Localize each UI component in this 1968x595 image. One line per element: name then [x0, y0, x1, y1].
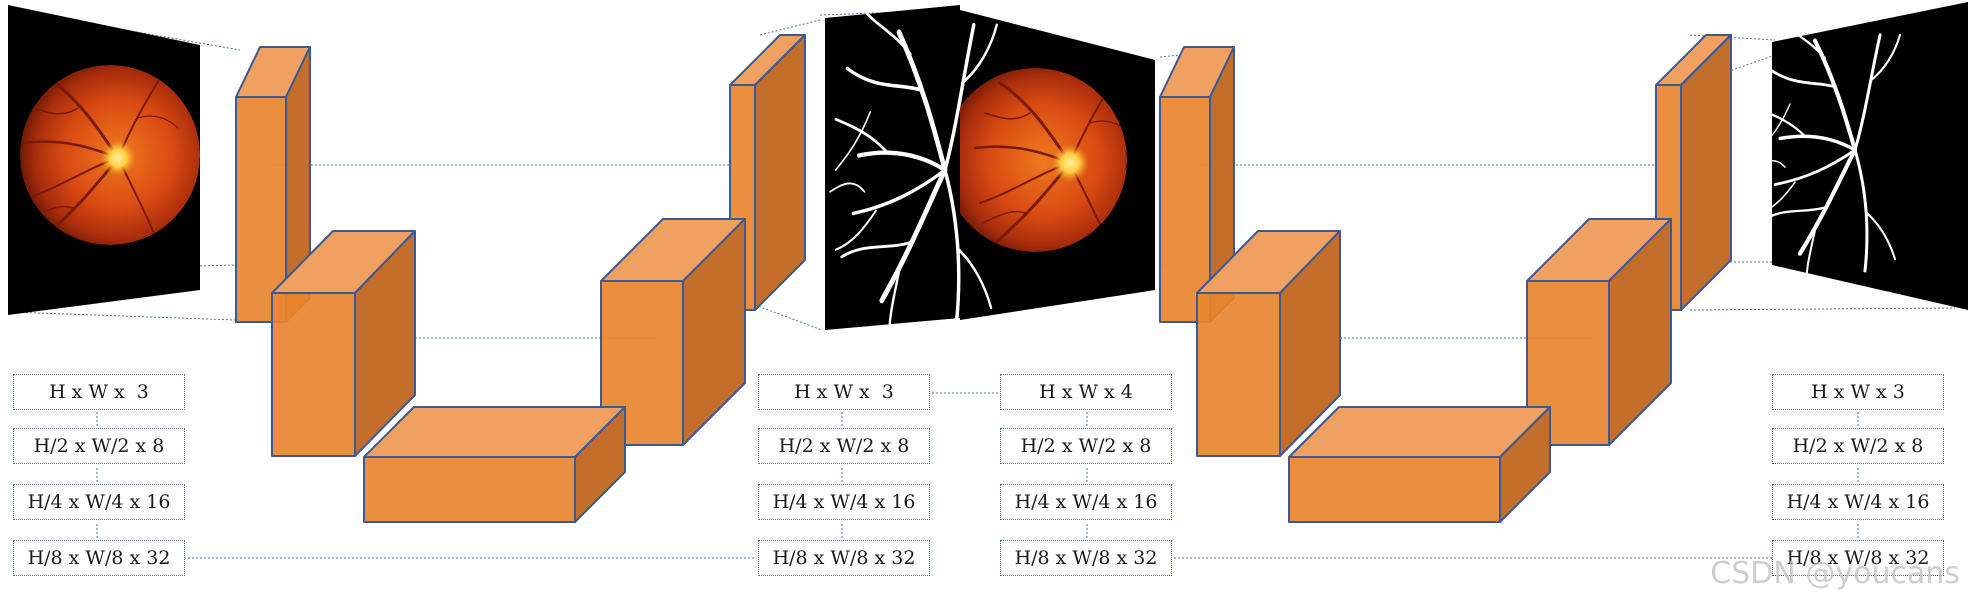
encoder-block-2-b [1196, 230, 1341, 457]
dim-label: H/2 x W/2 x 8 [1772, 428, 1944, 464]
dim-label: H/2 x W/2 x 8 [1000, 428, 1172, 464]
decoder-block-2-b [1526, 218, 1672, 446]
dim-label: H x W x 3 [1772, 374, 1944, 410]
decoder-block-1-a [729, 34, 806, 311]
encoder-block-1-a [235, 46, 311, 323]
dim-label: H x W x 3 [758, 374, 930, 410]
dim-label: H/8 x W/8 x 32 [13, 540, 185, 576]
watermark: CSDN @youcans [1710, 556, 1960, 591]
decoder-block-2-a [600, 218, 746, 446]
dim-label: H/2 x W/2 x 8 [758, 428, 930, 464]
dim-label: H/4 x W/4 x 16 [1000, 484, 1172, 520]
encoder-block-1-b [1159, 46, 1235, 323]
dim-label: H/2 x W/2 x 8 [13, 428, 185, 464]
dim-label: H/8 x W/8 x 32 [1000, 540, 1172, 576]
dim-label: H/4 x W/4 x 16 [13, 484, 185, 520]
fundus-image-input-b [943, 10, 1155, 320]
vessel-map-output-a [825, 5, 997, 344]
connector-lines [9, 9, 1956, 559]
bottleneck-block-b [1288, 406, 1551, 523]
fundus-image-input-a [8, 5, 200, 315]
dim-label: H x W x 4 [1000, 374, 1172, 410]
vessel-map-output-b [1755, 2, 1968, 310]
dim-label: H/8 x W/8 x 32 [758, 540, 930, 576]
dim-label: H/4 x W/4 x 16 [758, 484, 930, 520]
bottleneck-block-a [363, 406, 626, 523]
dim-label: H x W x 3 [13, 374, 185, 410]
dim-label: H/8 x W/8 x 32 [1772, 540, 1944, 576]
dim-label: H/4 x W/4 x 16 [1772, 484, 1944, 520]
encoder-block-2-a [271, 230, 416, 457]
